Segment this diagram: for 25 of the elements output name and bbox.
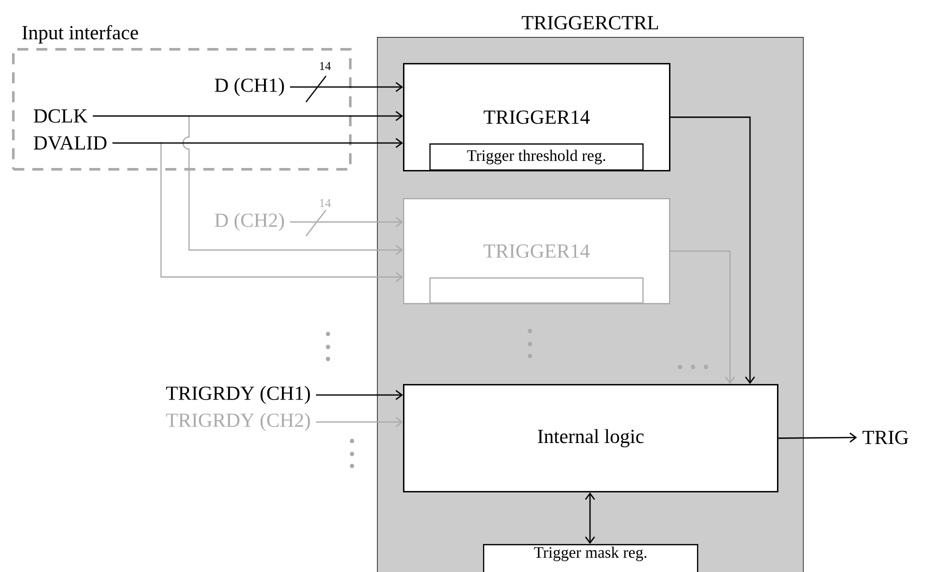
arrow bbox=[112, 138, 403, 148]
arrow bbox=[316, 417, 403, 427]
arrow bbox=[92, 110, 403, 122]
register-box: Trigger mask reg. bbox=[483, 544, 698, 572]
arrow bbox=[670, 250, 735, 384]
node-label: Input interface bbox=[22, 25, 138, 44]
signal-name: TRIGRDY (CH2) bbox=[166, 412, 310, 432]
signal-name: D (CH1) bbox=[214, 78, 284, 96]
register-box: Trigger threshold reg. bbox=[429, 143, 644, 171]
arrow bbox=[316, 390, 403, 400]
logic-block: Internal logic bbox=[403, 384, 778, 492]
arrow bbox=[290, 82, 403, 92]
arrow bbox=[778, 432, 857, 443]
arrow bbox=[670, 116, 756, 384]
signal-name: DVALID bbox=[34, 136, 106, 150]
register-box bbox=[429, 277, 644, 304]
arrow bbox=[584, 492, 596, 544]
signal-name: TRIGRDY (CH1) bbox=[166, 386, 310, 404]
signal-name: DCLK bbox=[34, 109, 88, 123]
signal-name: TRIG bbox=[862, 430, 908, 444]
bus-width-label: 14 bbox=[320, 199, 331, 207]
signal-name: D (CH2) bbox=[214, 212, 284, 232]
node-label: TRIGGERCTRL bbox=[522, 16, 658, 30]
arrow bbox=[290, 217, 403, 227]
bus-width-label: 14 bbox=[320, 62, 331, 70]
